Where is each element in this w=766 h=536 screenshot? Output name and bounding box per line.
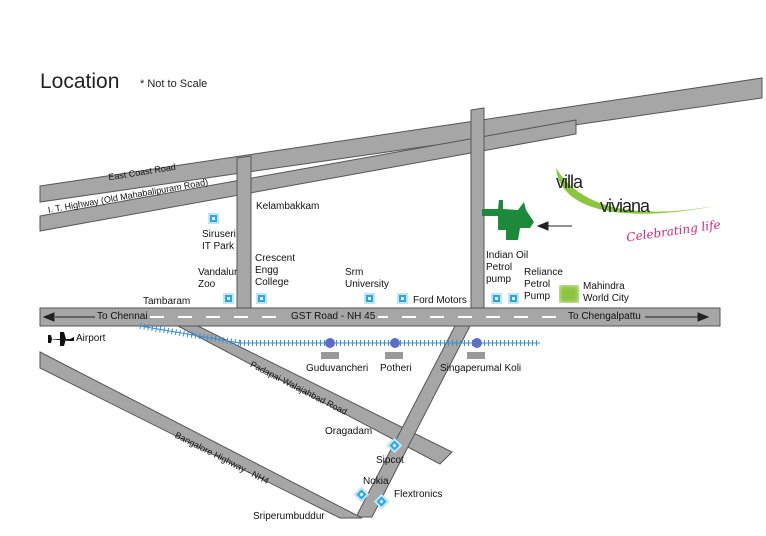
place-airport: Airport [76,333,106,344]
bangalore-highway [39,351,363,519]
place-mahindra: Mahindra World City [583,281,629,304]
place-ford: Ford Motors [413,295,467,306]
place-vandalur: Vandalur Zoo [198,267,238,290]
place-singaperumal: Singaperumal Koli [440,363,522,374]
kelambakkam-road [236,155,252,309]
marker-mahindra [559,285,579,303]
arrow-to-site-icon [536,221,549,231]
arrow-right-icon [697,312,710,322]
road-label-to-chengalpattu: To Chengalpattu [566,311,643,323]
station-guduvancheri [325,338,335,348]
east-coast-road [39,77,763,203]
place-sriperumbuddur: Sriperumbuddur [253,511,325,522]
scale-note: * Not to Scale [140,78,208,90]
place-sipcot: Sipcot [376,455,404,466]
place-siruseri: Siruseri IT Park [202,229,236,252]
marker-crescent [256,293,267,304]
station-singaperumal [472,338,482,348]
logo-swoosh [556,168,720,214]
place-reliance: Reliance Petrol Pump [524,267,563,302]
place-srm: Srm University [345,267,389,290]
project-site-icon [482,200,534,240]
marker-siruseri [208,213,219,224]
road-label-to-chennai: To Chennai [95,311,150,323]
place-guduvancheri: Guduvancheri [306,363,369,374]
train-icons [321,352,485,359]
marker-reliance [508,293,519,304]
airplane-icon [48,332,74,346]
place-kelambakkam: Kelambakkam [256,201,320,212]
place-flextronics: Flextronics [394,489,443,500]
place-oragadam: Oragadam [325,426,373,437]
place-potheri: Potheri [380,363,412,374]
page-title: Location [40,70,120,93]
marker-ford [397,293,408,304]
marker-indian-oil [491,293,502,304]
vertical-road-east [470,107,485,309]
arrow-left-icon [42,312,55,322]
marker-srm [364,293,375,304]
logo-line1: villa [556,172,583,192]
station-potheri [390,338,400,348]
place-tambaram: Tambaram [143,296,191,307]
road-label-gst: GST Road - NH 45 [288,311,379,323]
logo-line2: viviana [600,196,650,216]
place-nokia: Nokia [363,476,389,487]
marker-vandalur [223,293,234,304]
place-indian-oil: Indian Oil Petrol pump [486,250,529,285]
place-crescent: Crescent Engg College [255,253,296,288]
it-highway [39,119,577,232]
